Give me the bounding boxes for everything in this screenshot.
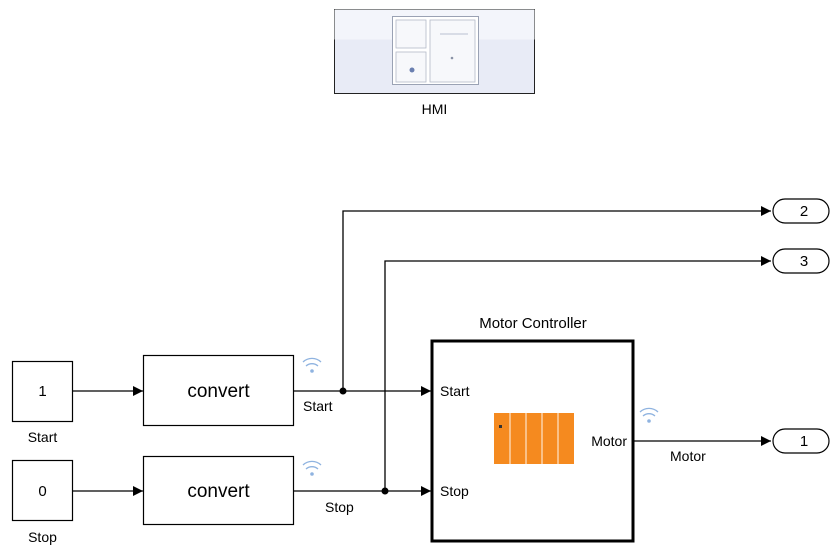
wire-start-to-outport2[interactable]: [342, 206, 771, 391]
port-in-stop: Stop: [440, 483, 469, 499]
subsystem-title: Motor Controller: [479, 315, 587, 332]
inport-stop-block[interactable]: 0: [11, 459, 74, 522]
outport-3[interactable]: 3: [772, 248, 830, 274]
inport-stop-value: 0: [38, 483, 46, 500]
port-in-start: Start: [440, 383, 470, 399]
convert-block-start[interactable]: convert: [142, 354, 295, 427]
signal-logging-icon[interactable]: [302, 357, 322, 373]
signal-label-motor: Motor: [670, 448, 706, 464]
hmi-label: HMI: [422, 101, 448, 117]
hmi-block[interactable]: [334, 9, 535, 94]
junction-stop: [381, 487, 389, 495]
inport-start-value: 1: [38, 383, 46, 400]
port-out-motor: Motor: [591, 433, 627, 449]
convert-start-label: convert: [187, 381, 250, 402]
outport-3-number: 3: [800, 253, 808, 270]
convert-stop-label: convert: [187, 481, 250, 502]
signal-label-stop: Stop: [325, 499, 354, 515]
motor-controller-subsystem[interactable]: Start Stop Motor: [430, 339, 635, 543]
signal-logging-icon[interactable]: [639, 407, 659, 423]
signal-logging-icon[interactable]: [302, 460, 322, 476]
junction-start: [339, 387, 347, 395]
outport-2[interactable]: 2: [772, 198, 830, 224]
inport-start-label: Start: [28, 429, 58, 445]
outport-1-number: 1: [800, 433, 808, 450]
wire-stop-to-outport3[interactable]: [384, 256, 771, 491]
outport-1[interactable]: 1: [772, 428, 830, 454]
inport-stop-label: Stop: [28, 529, 57, 545]
outport-2-number: 2: [800, 203, 808, 220]
convert-block-stop[interactable]: convert: [142, 455, 295, 526]
inport-start-block[interactable]: 1: [11, 360, 74, 423]
signal-label-start: Start: [303, 398, 333, 414]
plc-ladder-icon: [494, 413, 574, 464]
